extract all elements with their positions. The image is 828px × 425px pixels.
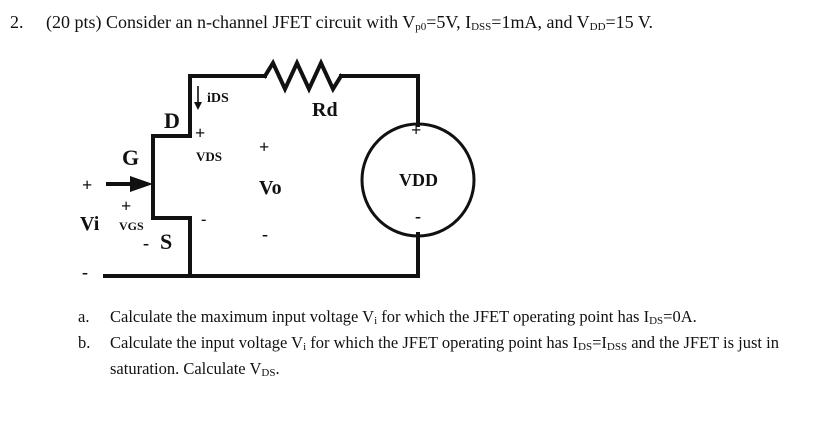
part-a: a. Calculate the maximum input voltage V… — [78, 306, 818, 332]
label-vgs-plus: + — [121, 196, 131, 216]
label-vi-minus: - — [82, 262, 88, 282]
label-vds: VDS — [196, 149, 222, 164]
label-vo-minus: - — [262, 224, 268, 244]
ids-arrow-icon — [194, 102, 202, 110]
label-vdd-plus: + — [411, 120, 421, 140]
label-rd: Rd — [312, 99, 338, 121]
label-vi: Vi — [80, 213, 100, 235]
label-vds-minus: - — [201, 211, 206, 228]
part-b-letter: b. — [78, 333, 91, 352]
question-text: 2.(20 pts) Consider an n-channel JFET ci… — [10, 12, 654, 33]
label-vdd: VDD — [399, 170, 438, 190]
label-source: S — [160, 229, 172, 254]
jfet-circuit-diagram: iDS D + VDS - G + + Vi VGS - S - + Vo - … — [80, 58, 476, 282]
sub-questions: a. Calculate the maximum input voltage V… — [78, 306, 818, 384]
label-vds-plus: + — [195, 123, 205, 143]
source-wire — [151, 216, 192, 278]
drain-wire — [151, 74, 267, 138]
part-a-letter: a. — [78, 307, 90, 326]
part-b-text: Calculate the input voltage Vi for which… — [110, 333, 779, 379]
vdd-source — [360, 122, 476, 238]
part-b: b. Calculate the input voltage Vi for wh… — [78, 332, 818, 384]
label-vo: Vo — [259, 177, 282, 199]
top-wire — [339, 74, 420, 127]
label-vgs-minus: - — [143, 233, 149, 253]
label-vgs: VGS — [119, 219, 144, 233]
label-ids: iDS — [207, 91, 229, 106]
label-vi-plus: + — [82, 175, 92, 195]
part-a-text: Calculate the maximum input voltage Vi f… — [110, 307, 697, 327]
label-drain: D — [164, 108, 180, 133]
question-number: 2. — [10, 12, 24, 32]
label-vdd-minus: - — [415, 206, 421, 226]
resistor-rd — [262, 58, 344, 94]
gate-arrow-icon — [130, 176, 153, 192]
label-gate: G — [122, 145, 139, 170]
label-vo-plus: + — [259, 137, 269, 157]
